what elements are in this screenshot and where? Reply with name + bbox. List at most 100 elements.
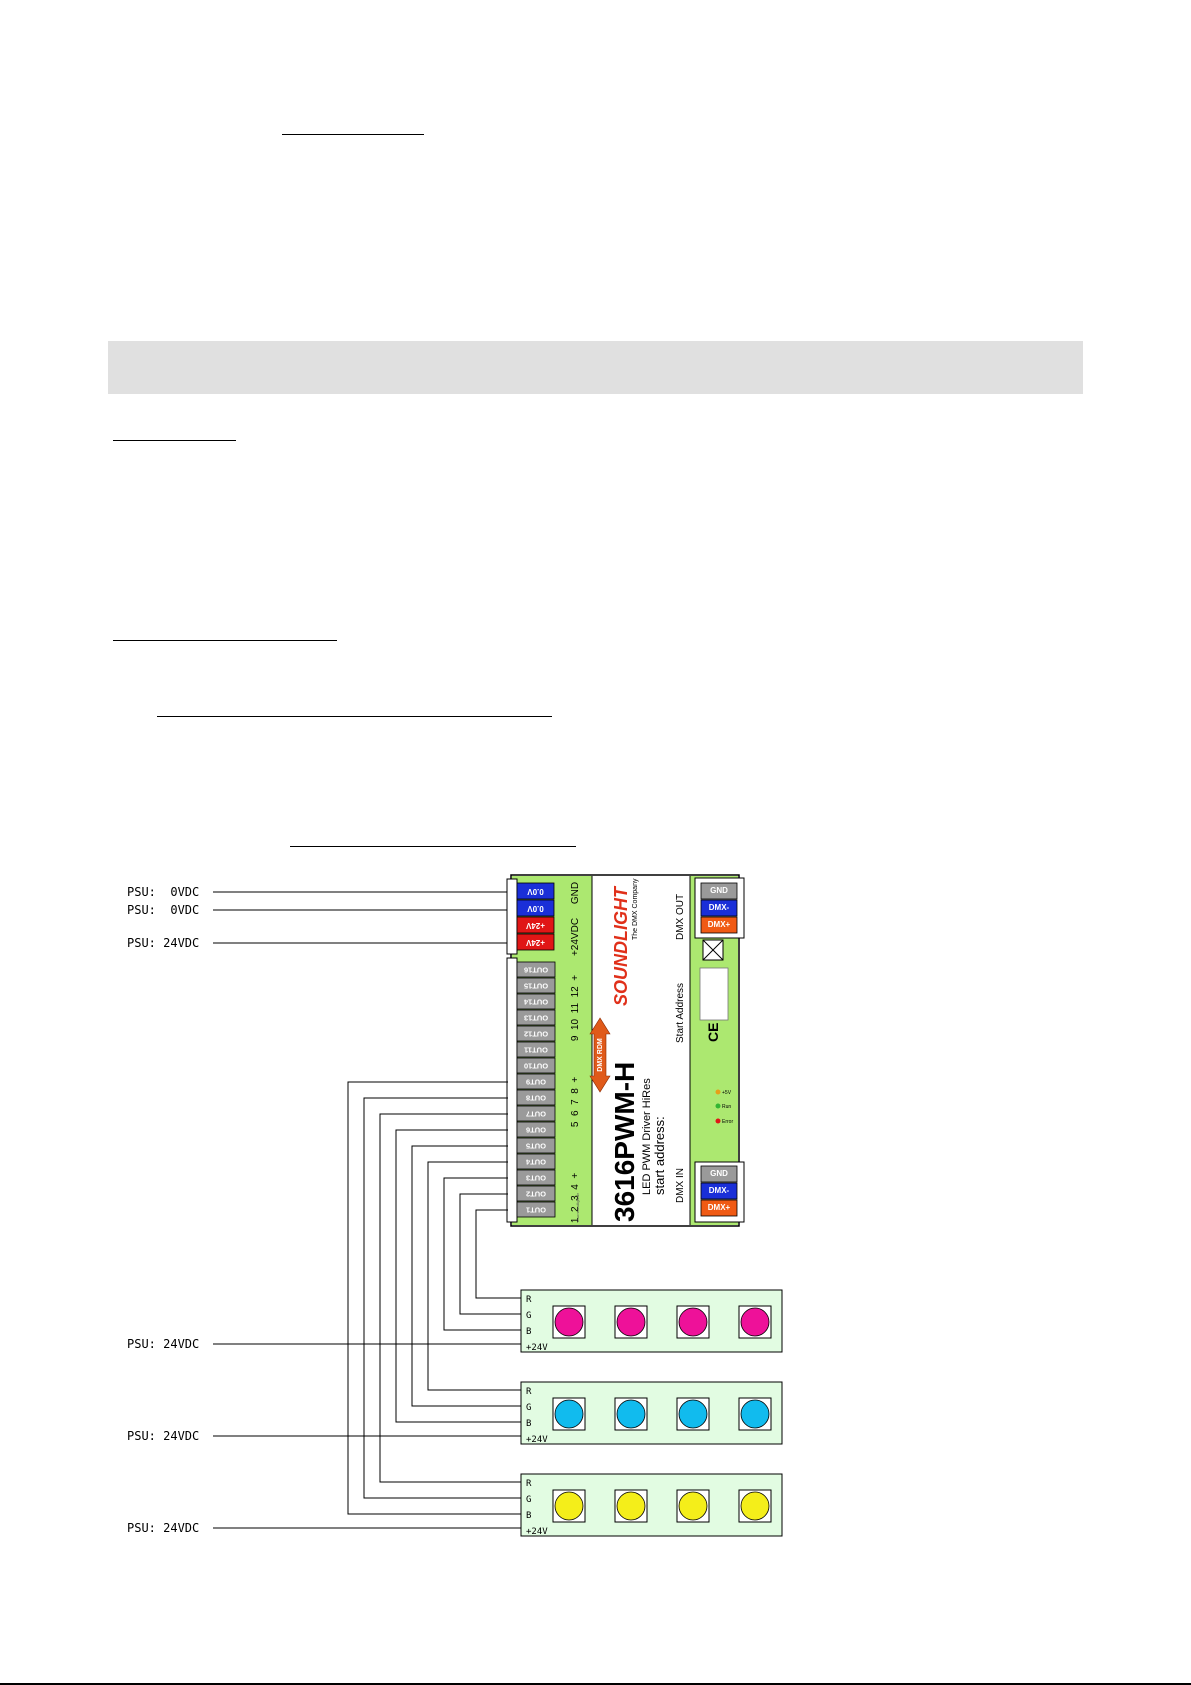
strip-pin-label: R — [526, 1295, 532, 1305]
output-terminal-label: OUT13 — [524, 1014, 548, 1023]
output-terminals: OUT16OUT15OUT14OUT13OUT12OUT11OUT10OUT9O… — [516, 961, 556, 1218]
led-indicator — [715, 1103, 721, 1109]
power-terminal-label: +24V — [525, 921, 545, 930]
led-dot — [678, 1307, 708, 1337]
dmx-terminal-label: DMX+ — [708, 920, 731, 929]
dmx-out-label: DMX OUT — [675, 894, 686, 940]
small-print: www.soundlight.de — [576, 1193, 580, 1222]
terminal-24v — [516, 916, 555, 934]
output-terminal — [516, 1089, 556, 1106]
output-terminal — [516, 1201, 556, 1218]
dmx-out-terminals: GND DMX- DMX+ — [700, 882, 738, 934]
led-label: Error — [722, 1119, 733, 1125]
output-terminal-label: OUT15 — [524, 982, 548, 991]
output-terminal-label: OUT8 — [526, 1094, 546, 1103]
output-terminal-label: OUT12 — [524, 1030, 548, 1039]
terminal-numbers-mid: 5 6 7 8 + — [570, 1077, 581, 1127]
dmx-in-label: DMX IN — [675, 1168, 686, 1203]
model-subtitle: LED PWM Driver HiRes — [641, 1078, 653, 1195]
ce-mark: CE — [705, 1023, 721, 1042]
output-terminal — [516, 1105, 556, 1122]
underline-1 — [282, 134, 424, 135]
led-dot — [554, 1307, 584, 1337]
output-terminal-label: OUT11 — [524, 1046, 548, 1055]
strip-pin-label: B — [526, 1327, 531, 1337]
strip-pin-label: R — [526, 1479, 532, 1489]
led-dot — [740, 1399, 770, 1429]
output-terminal-label: OUT5 — [526, 1142, 546, 1151]
dmx-rdm-badge: DMX RDM — [589, 1017, 611, 1093]
power-terminals: 0.0V 0.0V +24V +24V — [516, 882, 555, 951]
psu-wires — [213, 891, 521, 1529]
led-label: Run — [722, 1104, 731, 1110]
led-dot — [616, 1307, 646, 1337]
output-terminal — [516, 1041, 556, 1058]
led-indicator — [715, 1118, 721, 1124]
led-dot — [554, 1491, 584, 1521]
brand-logo: SOUNDLIGHT — [611, 885, 631, 1006]
led-dot — [740, 1307, 770, 1337]
output-terminal-label: OUT2 — [526, 1190, 546, 1199]
start-address-label: start address: — [652, 1116, 667, 1195]
led-strip: RGB+24V — [520, 1289, 783, 1353]
psu-label: PSU: 24VDC — [127, 936, 199, 950]
psu-label: PSU: 24VDC — [127, 1429, 199, 1443]
dmx-terminal-label: DMX- — [709, 903, 730, 912]
led-label: +5V — [722, 1090, 732, 1096]
strip-pin-label: +24V — [526, 1435, 548, 1445]
led-dot — [554, 1399, 584, 1429]
output-terminal — [516, 993, 556, 1010]
output-terminal-label: OUT6 — [526, 1126, 546, 1135]
strip-pin-label: B — [526, 1511, 531, 1521]
terminal-0v — [516, 882, 555, 900]
output-terminal-label: OUT10 — [524, 1062, 548, 1071]
output-terminal-label: OUT14 — [523, 998, 548, 1007]
output-terminal-label: OUT3 — [526, 1174, 546, 1183]
model-name: 3616PWM-H — [609, 1062, 640, 1222]
led-driver-device: 0.0V 0.0V +24V +24V OUT16OUT15OUT14OUT13… — [506, 874, 745, 1227]
output-terminal — [516, 1121, 556, 1138]
terminal-numbers-bot: 1 2 3 4 + — [570, 1173, 581, 1223]
gnd-label: GND — [570, 882, 581, 904]
power-terminal-label: 0.0V — [527, 887, 544, 896]
underline-3 — [113, 640, 337, 641]
terminal-numbers-top: 9 10 11 12 + — [570, 975, 581, 1041]
dmx-terminal-label: DMX- — [709, 1186, 730, 1195]
output-terminal — [516, 977, 556, 994]
underline-2 — [113, 440, 236, 441]
output-wires — [347, 1081, 521, 1515]
led-strip: RGB+24V — [520, 1381, 783, 1445]
psu-label: PSU: 0VDC — [127, 885, 199, 899]
output-terminal-label: OUT16 — [524, 966, 548, 975]
brand-tagline: The DMX Company — [632, 878, 639, 940]
svg-text:DMX RDM: DMX RDM — [597, 1038, 604, 1072]
output-terminal-label: OUT1 — [526, 1206, 546, 1215]
led-strip: RGB+24V — [520, 1473, 783, 1537]
led-dot — [678, 1491, 708, 1521]
led-indicator — [715, 1089, 721, 1095]
vdc-label: +24VDC — [570, 918, 581, 956]
psu-label: PSU: 0VDC — [127, 903, 199, 917]
output-terminal — [516, 1185, 556, 1202]
output-terminal — [516, 1153, 556, 1170]
strip-pin-label: +24V — [526, 1527, 548, 1537]
output-terminal — [516, 1169, 556, 1186]
psu-label: PSU: 24VDC — [127, 1521, 199, 1535]
dmx-terminal-label: GND — [710, 886, 728, 895]
strip-pin-label: G — [526, 1311, 531, 1321]
output-terminal — [516, 1009, 556, 1026]
dmx-terminal-label: GND — [710, 1169, 728, 1178]
led-dot — [616, 1399, 646, 1429]
underline-4 — [157, 716, 552, 717]
power-terminal-label: +24V — [525, 938, 545, 947]
start-address-heading: Start Address — [675, 983, 686, 1043]
section-header-band — [108, 341, 1083, 394]
output-terminal-label: OUT4 — [525, 1158, 546, 1167]
output-terminal — [516, 1073, 556, 1090]
underline-5 — [290, 846, 576, 847]
dmx-terminal-label: DMX+ — [708, 1203, 731, 1212]
terminal-0v — [516, 899, 555, 917]
output-terminal-label: OUT7 — [526, 1110, 546, 1119]
